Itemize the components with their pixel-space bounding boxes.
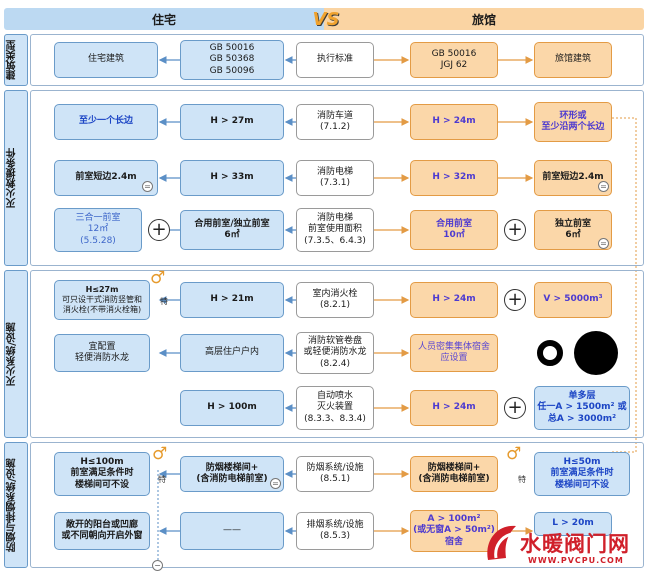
- fire-road-left-value: H > 27m: [180, 104, 284, 140]
- hydrant-center: 室内消火栓 (8.2.1): [296, 282, 374, 318]
- sprinkler-left-value: H > 100m: [180, 390, 284, 426]
- equal-icon: =: [142, 181, 153, 192]
- section-frame-fire-protection: [30, 270, 644, 438]
- plus-icon: +: [148, 219, 170, 241]
- header-bar: [4, 8, 644, 30]
- fire-road-left-desc: 至少一个长边: [54, 104, 158, 140]
- fire-elevator-left-desc: 前室短边2.4m: [54, 160, 158, 196]
- smoke-exhaust-center: 排烟系统/设施 (8.5.3): [296, 512, 374, 550]
- smoke-exhaust-right-value: A > 100m² (或无窗A > 50m²) 宿舍: [410, 510, 498, 552]
- watermark-url: WWW.PVCPU.COM: [528, 556, 624, 565]
- section-smoke-control: 防烟与排烟系统/设施: [4, 442, 28, 568]
- watermark-logo: [480, 520, 520, 564]
- male-symbol-icon: ♂: [152, 444, 168, 464]
- fire-elevator-right-value: H > 32m: [410, 160, 498, 196]
- filled-circle-icon: [574, 331, 618, 375]
- lobby-left-desc: 三合一前室 12㎡ (5.5.28): [54, 208, 142, 252]
- standard-right-value: GB 50016 JGJ 62: [410, 42, 498, 78]
- section-frame-fire-rescue: [30, 90, 644, 266]
- ring-icon: [537, 340, 563, 366]
- smoke-prevention-left-desc: H≤100m 前室满足条件时 楼梯间可不设: [54, 452, 150, 496]
- hose-center: 消防软管卷盘 或轻便消防水龙 (8.2.4): [296, 332, 374, 374]
- lobby-left-value: 合用前室/独立前室 6㎡: [180, 210, 284, 250]
- equal-icon: =: [598, 181, 609, 192]
- special-mark: 特: [518, 475, 526, 484]
- hose-left-value: 高层住户户内: [180, 334, 284, 372]
- standard-left-desc: 住宅建筑: [54, 42, 158, 78]
- section-fire-rescue: 灭火救援条件: [4, 90, 28, 266]
- special-mark: 特: [160, 297, 168, 306]
- vs-badge: VS: [312, 8, 340, 30]
- smoke-prevention-right-desc: H≤50m 前室满足条件时 楼梯间可不设: [534, 452, 630, 496]
- section-frame-building-type: [30, 34, 644, 86]
- smoke-exhaust-left-value: ——: [180, 512, 284, 550]
- watermark-text: 水暖阀门网: [520, 532, 630, 556]
- minus-icon: −: [152, 560, 163, 571]
- standard-left-value: GB 50016 GB 50368 GB 50096: [180, 40, 284, 80]
- standard-right-desc: 旅馆建筑: [534, 42, 612, 78]
- hose-right-value: 人员密集集体宿舍 应设置: [410, 334, 498, 372]
- smoke-prevention-center: 防烟系统/设施 (8.5.1): [296, 456, 374, 492]
- lobby-center: 消防电梯 前室使用面积 (7.3.5、6.4.3): [296, 208, 374, 252]
- special-mark: 特: [158, 475, 166, 484]
- sprinkler-right-value: H > 24m: [410, 390, 498, 426]
- equal-icon: =: [598, 238, 609, 249]
- hydrant-left-value: H > 21m: [180, 282, 284, 318]
- hydrant-left-desc: H≤27m 可只设干式消防竖管和 消火栓(不带消火栓箱): [54, 280, 150, 320]
- hose-left-desc: 宜配置 轻便消防水龙: [54, 334, 150, 372]
- plus-icon: +: [504, 397, 526, 419]
- sprinkler-center: 自动喷水 灭火装置 (8.3.3、8.3.4): [296, 386, 374, 430]
- lobby-right-desc: 独立前室 6㎡: [534, 210, 612, 250]
- fire-road-right-value: H > 24m: [410, 104, 498, 140]
- fire-elevator-left-value: H > 33m: [180, 160, 284, 196]
- plus-icon: +: [504, 219, 526, 241]
- hotel-header: 旅馆: [471, 12, 496, 27]
- male-symbol-icon: ♂: [150, 268, 166, 288]
- fire-road-center: 消防车道 (7.1.2): [296, 104, 374, 140]
- hydrant-right-value: H > 24m: [410, 282, 498, 318]
- section-fire-protection: 灭火系统/设施: [4, 270, 28, 438]
- section-building-type: 建筑类型: [4, 34, 28, 86]
- fire-elevator-center: 消防电梯 (7.3.1): [296, 160, 374, 196]
- lobby-right-value: 合用前室 10㎡: [410, 210, 498, 250]
- sprinkler-right-desc: 单多层 任一A > 1500m² 或 总A > 3000m²: [534, 386, 630, 430]
- male-symbol-icon: ♂: [506, 444, 522, 464]
- standard-center: 执行标准: [296, 42, 374, 78]
- residential-header: 住宅: [151, 12, 176, 27]
- smoke-prevention-right-value: 防烟楼梯间+ (含消防电梯前室): [410, 456, 498, 492]
- plus-icon: +: [504, 289, 526, 311]
- smoke-exhaust-left-desc: 敞开的阳台或凹廊 或不同朝向开启外窗: [54, 512, 150, 550]
- smoke-exhaust-right-desc: L > 20m: [534, 512, 612, 536]
- smoke-prevention-left-value: 防烟楼梯间+ (含消防电梯前室): [180, 456, 284, 492]
- section-frame-smoke-control: [30, 442, 644, 568]
- hydrant-right-desc: V > 5000m³: [534, 282, 612, 318]
- fire-road-right-desc: 环形或 至少沿两个长边: [534, 102, 612, 142]
- equal-icon: =: [270, 478, 281, 489]
